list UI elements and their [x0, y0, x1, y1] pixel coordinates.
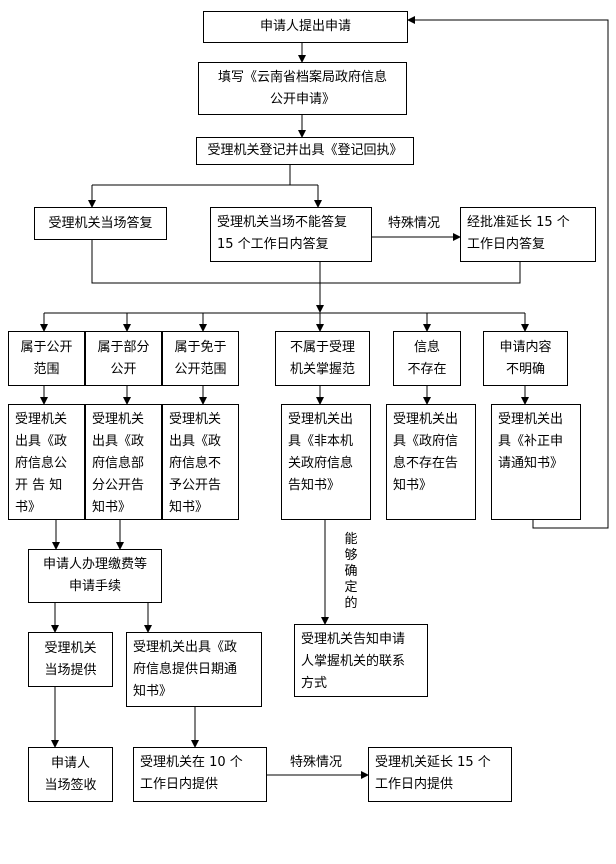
node-provide-10: 受理机关在 10 个 工作日内提供	[133, 747, 267, 802]
node-fee: 申请人办理缴费等 申请手续	[28, 549, 162, 603]
node-apply: 申请人提出申请	[203, 11, 408, 43]
node-not-exist: 信息 不存在	[393, 331, 461, 386]
edge-merge-left	[91, 240, 320, 284]
label-special-1: 特殊情况	[388, 216, 441, 231]
node-provide-now: 受理机关 当场提供	[28, 632, 113, 687]
node-contact: 受理机关告知申请 人掌握机关的联系 方式	[294, 624, 428, 697]
node-not-in-scope: 不属于受理 机关掌握范	[275, 331, 370, 386]
node-exempt: 属于免于 公开范围	[162, 331, 239, 386]
node-register: 受理机关登记并出具《登记回执》	[196, 137, 414, 165]
node-notice-correct: 受理机关出 具《补正申 请通知书》	[491, 404, 581, 520]
node-date-notice: 受理机关出具《政 府信息提供日期通 知书》	[126, 632, 262, 707]
label-special-2: 特殊情况	[290, 755, 343, 770]
node-extend-15: 经批准延长 15 个 工作日内答复	[460, 207, 596, 262]
node-public-scope: 属于公开 范围	[8, 331, 85, 386]
node-unclear: 申请内容 不明确	[483, 331, 568, 386]
node-reply-now: 受理机关当场答复	[34, 207, 167, 240]
node-notice-not-exist: 受理机关出 具《政府信 息不存在告 知书》	[386, 404, 476, 520]
node-notice-exempt: 受理机关 出具《政 府信息不 予公开告 知书》	[162, 404, 239, 520]
node-partial-public: 属于部分 公开	[85, 331, 162, 386]
edge-correct-loopback	[407, 16, 609, 529]
node-notice-public: 受理机关 出具《政 府信息公 开 告 知 书》	[8, 404, 85, 520]
label-can-determine: 能 够 确 定 的	[344, 532, 358, 611]
node-notice-partial: 受理机关 出具《政 府信息部 分公开告 知书》	[85, 404, 162, 520]
edge-merge-right	[320, 262, 521, 284]
node-sign: 申请人 当场签收	[28, 747, 113, 802]
node-reply-15: 受理机关当场不能答复 15 个工作日内答复	[210, 207, 372, 262]
node-extend-provide: 受理机关延长 15 个 工作日内提供	[368, 747, 512, 802]
node-notice-not-agency: 受理机关出 具《非本机 关政府信息 告知书》	[281, 404, 371, 520]
node-fill-form: 填写《云南省档案局政府信息 公开申请》	[198, 62, 407, 115]
